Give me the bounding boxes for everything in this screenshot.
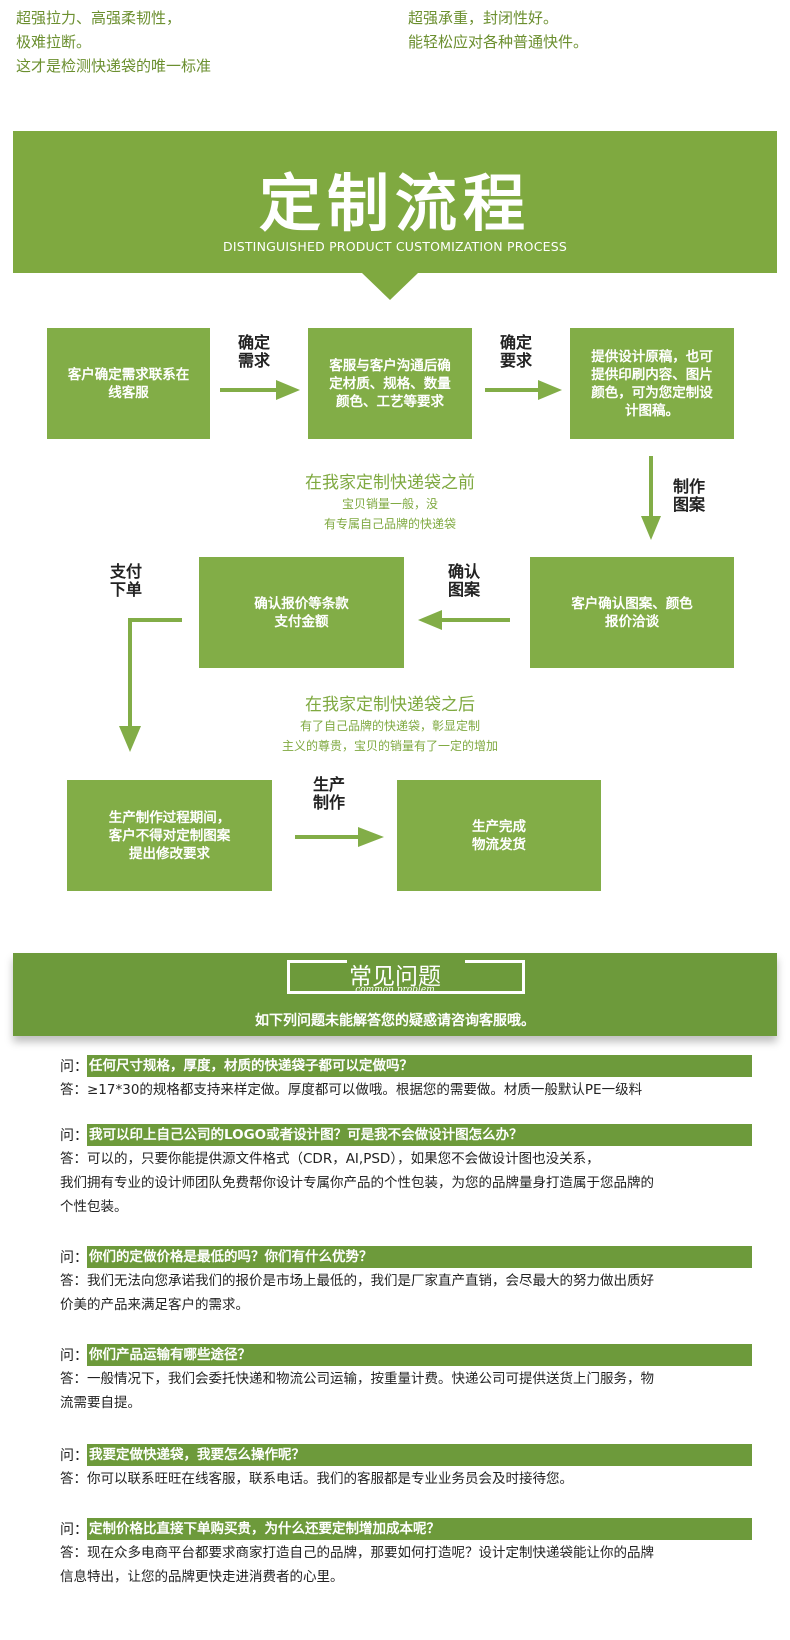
intro-line: 能轻松应对各种普通快件。 (408, 33, 589, 51)
arrow-right-icon (295, 827, 384, 847)
faq-subtitle: common problem (355, 985, 435, 995)
step-box-production: 生产制作过程期间， 客户不得对定制图案 提出修改要求 (67, 780, 272, 891)
banner-subtitle: DISTINGUISHED PRODUCT CUSTOMIZATION PROC… (223, 239, 567, 254)
answer: 答：你可以联系旺旺在线客服，联系电话。我们的客服都是专业业务员会及时接待您。 (60, 1467, 752, 1491)
step-text: 提供设计原稿，也可 提供印刷内容、图片 颜色，可为您定制设 计图稿。 (591, 348, 713, 419)
answer-line: 一般情况下，我们会委托快递和物流公司运输，按重量计费。快递公司可提供送货上门服务… (87, 1371, 654, 1387)
faq-title-frame (287, 960, 525, 994)
note-after-title: 在我家定制快递袋之后 (305, 695, 475, 715)
answer-prefix: 答： (60, 1082, 87, 1098)
intro-line: 超强拉力、高强柔韧性， (16, 9, 182, 27)
faq-item: 问：我要定做快递袋，我要怎么操作呢？ 答：你可以联系旺旺在线客服，联系电话。我们… (60, 1444, 752, 1491)
question-prefix: 问： (60, 1448, 88, 1464)
note-before-title: 在我家定制快递袋之前 (305, 473, 475, 493)
note-before: 在我家定制快递袋之前 宝贝销量一般，没 有专属自己品牌的快递袋 (190, 472, 590, 534)
faq-title: 常见问题 (349, 964, 441, 990)
step-text: 生产制作过程期间， 客户不得对定制图案 提出修改要求 (108, 809, 231, 862)
step-text: 客户确定需求联系在 线客服 (67, 366, 190, 401)
step-label: 生产 制作 (313, 775, 346, 812)
answer-prefix: 答： (60, 1371, 87, 1387)
question-prefix: 问： (60, 1250, 88, 1266)
note-after-line: 主义的尊贵，宝贝的销量有了一定的增加 (281, 739, 498, 753)
intro-left: 超强拉力、高强柔韧性， 极难拉断。 这才是检测快递袋的唯一标准 (16, 6, 211, 78)
intro-line: 这才是检测快递袋的唯一标准 (16, 57, 212, 75)
arrow-elbow-down-icon (119, 618, 182, 752)
answer: 答：现在众多电商平台都要求商家打造自己的品牌，那要如何打造呢？设计定制快递袋能让… (60, 1541, 752, 1589)
step-label: 确定 需求 (238, 333, 271, 370)
banner-title: 定制流程 (258, 167, 531, 240)
answer-line: ≥17*30的规格都支持来样定做。厚度都可以做哦。根据您的需要做。材质一般默认P… (87, 1082, 643, 1098)
question-text: 我要定做快递袋，我要怎么操作呢？ (87, 1444, 752, 1466)
note-before-line: 有专属自己品牌的快递袋 (323, 517, 456, 531)
question-text: 你们产品运输有哪些途径？ (87, 1344, 752, 1366)
question-text: 我可以印上自己公司的LOGO或者设计图？可是我不会做设计图怎么办？ (87, 1124, 752, 1146)
answer-line: 可以的，只要你能提供源文件格式（CDR，AI,PSD），如果您不会做设计图也没关… (87, 1151, 600, 1167)
arrow-down-icon (641, 456, 661, 540)
intro-right: 超强承重，封闭性好。 能轻松应对各种普通快件。 (408, 6, 588, 54)
answer: 答：可以的，只要你能提供源文件格式（CDR，AI,PSD），如果您不会做设计图也… (60, 1147, 752, 1219)
faq-note: 如下列问题未能解答您的疑惑请咨询客服哦。 (255, 1013, 535, 1029)
faq-item: 问：你们的定做价格是最低的吗？你们有什么优势？ 答：我们无法向您承诺我们的报价是… (60, 1246, 752, 1317)
faq-item: 问：你们产品运输有哪些途径？ 答：一般情况下，我们会委托快递和物流公司运输，按重… (60, 1344, 752, 1415)
step-box-shipping: 生产完成 物流发货 (397, 780, 601, 891)
note-before-line: 宝贝销量一般，没 (341, 497, 438, 511)
step-label: 制作 图案 (673, 477, 706, 514)
answer-line: 价美的产品来满足客户的需求。 (60, 1297, 249, 1313)
intro-line: 超强承重，封闭性好。 (408, 9, 559, 27)
step-box-confirm-spec: 客服与客户沟通后确 定材质、规格、数量 颜色、工艺等要求 (308, 328, 472, 439)
step-text: 生产完成 物流发货 (472, 818, 526, 853)
step-text: 客户确认图案、颜色 报价洽谈 (571, 595, 693, 630)
question-prefix: 问： (60, 1348, 88, 1364)
step-text: 客服与客户沟通后确 定材质、规格、数量 颜色、工艺等要求 (329, 357, 451, 410)
step-box-design: 提供设计原稿，也可 提供印刷内容、图片 颜色，可为您定制设 计图稿。 (570, 328, 734, 439)
arrow-right-icon (485, 380, 562, 400)
faq-item: 问：任何尺寸规格，厚度，材质的快递袋子都可以定做吗？ 答：≥17*30的规格都支… (60, 1055, 752, 1102)
step-box-quote: 客户确认图案、颜色 报价洽谈 (530, 557, 734, 668)
arrow-left-icon (418, 610, 510, 630)
answer-line: 我们无法向您承诺我们的报价是市场上最低的，我们是厂家直产直销，会尽最大的努力做出… (87, 1273, 654, 1289)
question-prefix: 问： (60, 1059, 88, 1075)
step-box-payment: 确认报价等条款 支付金额 (199, 557, 404, 668)
question-text: 任何尺寸规格，厚度，材质的快递袋子都可以定做吗？ (87, 1055, 752, 1077)
question-prefix: 问： (60, 1522, 88, 1538)
intro-line: 极难拉断。 (16, 33, 92, 51)
question-prefix: 问： (60, 1128, 88, 1144)
question-text: 你们的定做价格是最低的吗？你们有什么优势？ (87, 1246, 752, 1268)
answer-line: 信息特出，让您的品牌更快走进消费者的心里。 (60, 1569, 344, 1585)
answer-line: 现在众多电商平台都要求商家打造自己的品牌，那要如何打造呢？设计定制快递袋能让你的… (87, 1545, 654, 1561)
answer-line: 我们拥有专业的设计师团队免费帮你设计专属你产品的个性包装，为您的品牌量身打造属于… (60, 1175, 654, 1191)
note-after-line: 有了自己品牌的快递袋，彰显定制 (299, 719, 480, 733)
answer-prefix: 答： (60, 1471, 87, 1487)
step-label: 确认 图案 (448, 562, 481, 599)
answer-line: 流需要自提。 (60, 1395, 141, 1411)
step-box-contact: 客户确定需求联系在 线客服 (47, 328, 210, 439)
answer: 答：≥17*30的规格都支持来样定做。厚度都可以做哦。根据您的需要做。材质一般默… (60, 1078, 752, 1102)
note-after: 在我家定制快递袋之后 有了自己品牌的快递袋，彰显定制 主义的尊贵，宝贝的销量有了… (190, 694, 590, 756)
answer: 答：我们无法向您承诺我们的报价是市场上最低的，我们是厂家直产直销，会尽最大的努力… (60, 1269, 752, 1317)
step-text: 确认报价等条款 支付金额 (254, 595, 349, 630)
answer-prefix: 答： (60, 1151, 87, 1167)
arrow-right-icon (220, 380, 300, 400)
faq-banner: 常见问题 common problem 如下列问题未能解答您的疑惑请咨询客服哦。 (13, 953, 777, 1036)
answer-line: 个性包装。 (60, 1199, 128, 1215)
answer-prefix: 答： (60, 1273, 87, 1289)
question-text: 定制价格比直接下单购买贵，为什么还要定制增加成本呢？ (87, 1518, 752, 1540)
answer: 答：一般情况下，我们会委托快递和物流公司运输，按重量计费。快递公司可提供送货上门… (60, 1367, 752, 1415)
flow-arrows (119, 380, 661, 847)
faq-item: 问：我可以印上自己公司的LOGO或者设计图？可是我不会做设计图怎么办？ 答：可以… (60, 1124, 752, 1219)
answer-line: 你可以联系旺旺在线客服，联系电话。我们的客服都是专业业务员会及时接待您。 (87, 1471, 573, 1487)
step-label: 确定 要求 (500, 333, 533, 370)
step-label: 支付 下单 (110, 562, 143, 599)
faq-item: 问：定制价格比直接下单购买贵，为什么还要定制增加成本呢？ 答：现在众多电商平台都… (60, 1518, 752, 1589)
banner-notch (362, 273, 418, 300)
process-banner: 定制流程 DISTINGUISHED PRODUCT CUSTOMIZATION… (13, 131, 777, 273)
answer-prefix: 答： (60, 1545, 87, 1561)
